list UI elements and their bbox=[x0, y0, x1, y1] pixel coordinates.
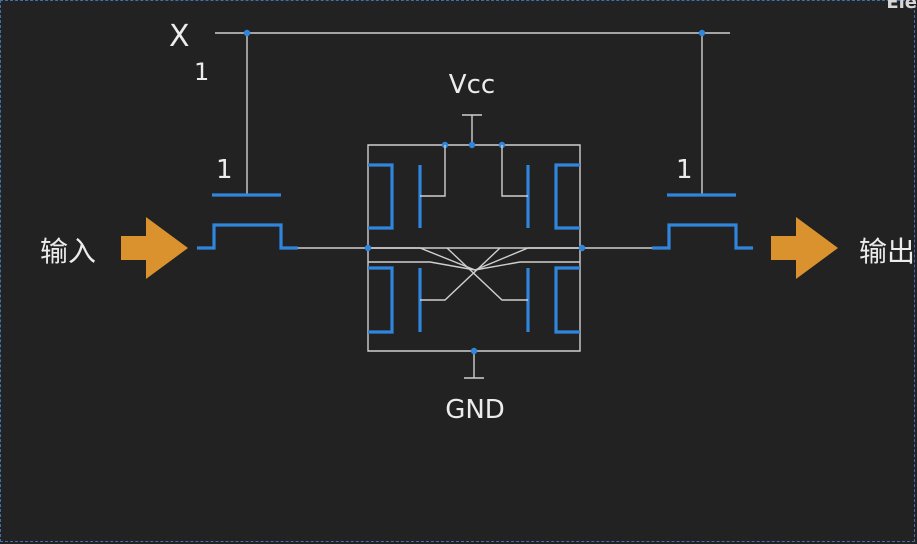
output-arrow-icon bbox=[771, 217, 838, 279]
word-line bbox=[215, 29, 730, 195]
vcc-rail bbox=[367, 114, 581, 165]
cross-coupling bbox=[364, 244, 586, 271]
input-label: 输入 bbox=[40, 235, 96, 268]
right-inverter bbox=[446, 145, 581, 334]
input-arrow-icon bbox=[121, 217, 188, 279]
corner-watermark-text: Ele bbox=[886, 0, 917, 13]
output-label: 输出 bbox=[859, 235, 915, 268]
word-line-label: X bbox=[169, 19, 190, 54]
vcc-junction bbox=[468, 141, 476, 149]
right-storage-node bbox=[578, 244, 586, 252]
word-line-left-junction bbox=[243, 29, 251, 37]
word-line-right-junction bbox=[698, 29, 706, 37]
right-access-transistor bbox=[652, 193, 753, 250]
left-inverter bbox=[367, 145, 582, 334]
left-access-transistor bbox=[197, 193, 298, 250]
left-gate-value: 1 bbox=[216, 155, 233, 185]
left-storage-node bbox=[364, 244, 372, 252]
word-line-subscript: 1 bbox=[194, 58, 209, 86]
gnd-rail bbox=[367, 332, 581, 379]
gnd-label: GND bbox=[445, 395, 505, 425]
right-gate-value: 1 bbox=[676, 155, 693, 185]
gnd-junction bbox=[470, 347, 478, 355]
vcc-label: Vcc bbox=[449, 70, 495, 100]
